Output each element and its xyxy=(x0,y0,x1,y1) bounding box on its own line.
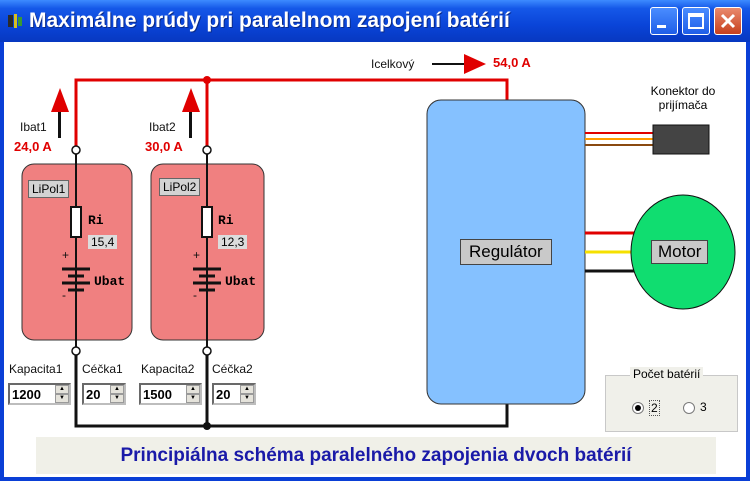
connector-label-line1: Konektor do xyxy=(650,84,716,98)
close-icon xyxy=(720,13,736,29)
ibat1-arrow-head xyxy=(51,88,69,112)
capacity2-spin[interactable]: ▲▼ xyxy=(139,383,202,405)
capacity1-spin[interactable]: ▲▼ xyxy=(8,383,71,405)
capacity2-down-arrow-icon[interactable]: ▼ xyxy=(186,394,200,403)
cecka1-input[interactable] xyxy=(86,387,110,402)
ibat2-value: 30,0 A xyxy=(145,139,183,154)
battery2-minus: - xyxy=(193,288,197,302)
battery-count-radio-2[interactable] xyxy=(632,402,644,414)
capacity1-input[interactable] xyxy=(12,387,56,402)
cecka2-input[interactable] xyxy=(216,387,240,402)
battery2-ubat-label: Ubat xyxy=(225,274,257,289)
minimize-button[interactable] xyxy=(650,7,678,35)
maximize-icon xyxy=(688,13,704,29)
ibat1-value: 24,0 A xyxy=(14,139,52,154)
battery2-ri-value: 12,3 xyxy=(218,235,248,249)
icelkovy-value: 54,0 A xyxy=(493,55,531,70)
connector-plug xyxy=(652,124,710,155)
battery2-terminal-bottom xyxy=(202,346,212,356)
icelkovy-label: Icelkový xyxy=(371,57,415,71)
negative-wire xyxy=(74,351,509,428)
cecka1-down-arrow-icon[interactable]: ▼ xyxy=(110,394,124,403)
battery1-ubat-label: Ubat xyxy=(94,274,126,289)
battery1-terminal-top xyxy=(71,145,81,155)
cecka2-down-arrow-icon[interactable]: ▼ xyxy=(240,394,254,403)
battery2-plus: + xyxy=(193,248,201,262)
battery1-name: LiPol1 xyxy=(28,180,70,198)
icelkovy-arrow-head xyxy=(464,54,486,74)
ibat1-arrow-shaft xyxy=(58,112,61,138)
ibat2-label: Ibat2 xyxy=(149,120,176,134)
junction-node-bottom xyxy=(203,422,211,430)
battery-count-radio-2-label[interactable]: 2 xyxy=(649,400,660,416)
maximize-button[interactable] xyxy=(682,7,710,35)
close-button[interactable] xyxy=(714,7,742,35)
battery2-terminal-top xyxy=(202,145,212,155)
capacity2-up-arrow-icon[interactable]: ▲ xyxy=(186,385,200,394)
minimize-icon xyxy=(657,25,666,28)
battery1-minus: - xyxy=(62,288,66,302)
battery2-resistor xyxy=(201,206,213,238)
capacity2-input[interactable] xyxy=(143,387,187,402)
capacity2-label: Kapacita2 xyxy=(141,362,195,376)
capacity1-label: Kapacita1 xyxy=(9,362,63,376)
cecka1-label: Céčka1 xyxy=(82,362,123,376)
connector-label: Konektor do prijímača xyxy=(640,84,726,112)
ibat2-arrow-shaft xyxy=(189,112,192,138)
ibat1-label: Ibat1 xyxy=(20,120,47,134)
battery2-name: LiPol2 xyxy=(159,178,201,196)
battery2-ri-label: Ri xyxy=(218,213,234,228)
cecka1-up-arrow-icon[interactable]: ▲ xyxy=(110,385,124,394)
connector-label-line2: prijímača xyxy=(658,98,708,112)
battery1-plus: + xyxy=(62,248,70,262)
ibat2-arrow-head xyxy=(182,88,200,112)
regulator-label: Regulátor xyxy=(460,239,552,265)
battery1-terminal-bottom xyxy=(71,346,81,356)
battery1-resistor xyxy=(70,206,82,238)
capacity1-down-arrow-icon[interactable]: ▼ xyxy=(55,394,69,403)
battery-count-group: Počet batérií 2 3 xyxy=(605,367,738,432)
cecka2-spin[interactable]: ▲▼ xyxy=(212,383,256,405)
cecka2-up-arrow-icon[interactable]: ▲ xyxy=(240,385,254,394)
battery-count-radio-3-label[interactable]: 3 xyxy=(700,400,707,414)
cecka1-spin[interactable]: ▲▼ xyxy=(82,383,126,405)
battery1-ri-label: Ri xyxy=(88,213,104,228)
app-icon xyxy=(8,14,22,28)
client-area: Icelkový 54,0 A Ibat1 24,0 A Ibat2 30,0 … xyxy=(4,42,746,477)
motor-label: Motor xyxy=(651,240,709,264)
window-title: Maximálne prúdy pri paralelnom zapojení … xyxy=(29,9,510,32)
junction-node-top xyxy=(203,76,211,84)
battery-count-radio-3[interactable] xyxy=(683,402,695,414)
battery1-ri-value: 15,4 xyxy=(88,235,118,249)
title-bar[interactable]: Maximálne prúdy pri paralelnom zapojení … xyxy=(0,0,750,42)
cecka2-label: Céčka2 xyxy=(212,362,253,376)
battery-count-legend: Počet batérií xyxy=(630,367,704,381)
capacity1-up-arrow-icon[interactable]: ▲ xyxy=(55,385,69,394)
positive-wire xyxy=(74,78,509,146)
schema-caption: Principiálna schéma paralelného zapojeni… xyxy=(36,437,716,474)
